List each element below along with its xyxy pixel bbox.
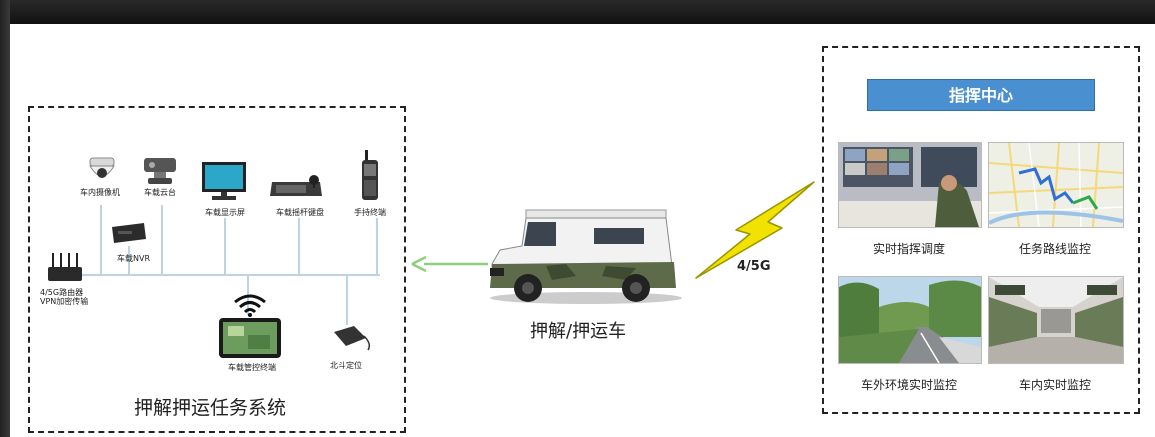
onboard-system-box [28, 106, 406, 433]
bus-line-handheld [376, 218, 378, 275]
command-room-photo [838, 142, 982, 228]
router-icon [48, 253, 82, 281]
escort-vehicle-image [490, 209, 682, 304]
panel-caption-route: 任务路线监控 [1018, 242, 1091, 256]
command-center-title: 指挥中心 [867, 79, 1095, 111]
wireless-link-bolt-icon [695, 181, 815, 279]
joystick-keyboard-icon [270, 175, 322, 196]
network-type-label: 4/5G [737, 259, 771, 274]
top-frame-bar [0, 0, 1155, 24]
exterior-road-photo [838, 276, 982, 364]
monitor-icon [202, 162, 246, 200]
keyboard-label: 车载摇杆键盘 [276, 208, 324, 217]
system-title: 押解押运任务系统 [134, 397, 287, 419]
bus-line-horizontal [70, 274, 380, 276]
nvr-box-icon [112, 223, 146, 243]
tablet-label: 车载管控终端 [228, 363, 276, 372]
left-frame-bar [0, 0, 10, 437]
nvr-label: 车载NVR [117, 254, 151, 263]
router-label-line2: VPN加密传输 [40, 297, 89, 306]
tablet-terminal-icon [219, 318, 281, 358]
left-arrow-icon [411, 256, 488, 272]
beidou-label: 北斗定位 [330, 361, 362, 370]
display-label: 车载显示屏 [205, 208, 245, 217]
route-map-photo [988, 142, 1124, 228]
ptz-camera-icon [144, 158, 176, 184]
bus-line-beidou [346, 275, 348, 325]
handheld-terminal-icon [362, 150, 378, 200]
wifi-icon [234, 294, 266, 317]
dome-camera-icon [89, 157, 115, 178]
camera-label: 车内摄像机 [80, 188, 120, 197]
beidou-antenna-icon [334, 326, 371, 351]
handheld-label: 手持终端 [354, 208, 386, 217]
bus-line-camera [100, 205, 102, 275]
bus-line-nvr [128, 246, 130, 275]
panel-caption-exterior: 车外环境实时监控 [860, 378, 957, 392]
ptz-label: 车载云台 [144, 188, 176, 197]
bus-line-display [224, 218, 226, 275]
panel-caption-interior: 车内实时监控 [1018, 378, 1091, 392]
panel-caption-dispatch: 实时指挥调度 [872, 242, 945, 256]
vehicle-label: 押解/押运车 [530, 321, 627, 342]
command-center-box [822, 46, 1140, 414]
interior-vehicle-photo [988, 276, 1124, 364]
router-label-line1: 4/5G路由器 [40, 288, 84, 297]
bus-line-keyboard [298, 218, 300, 275]
bus-line-ptz [161, 205, 163, 275]
